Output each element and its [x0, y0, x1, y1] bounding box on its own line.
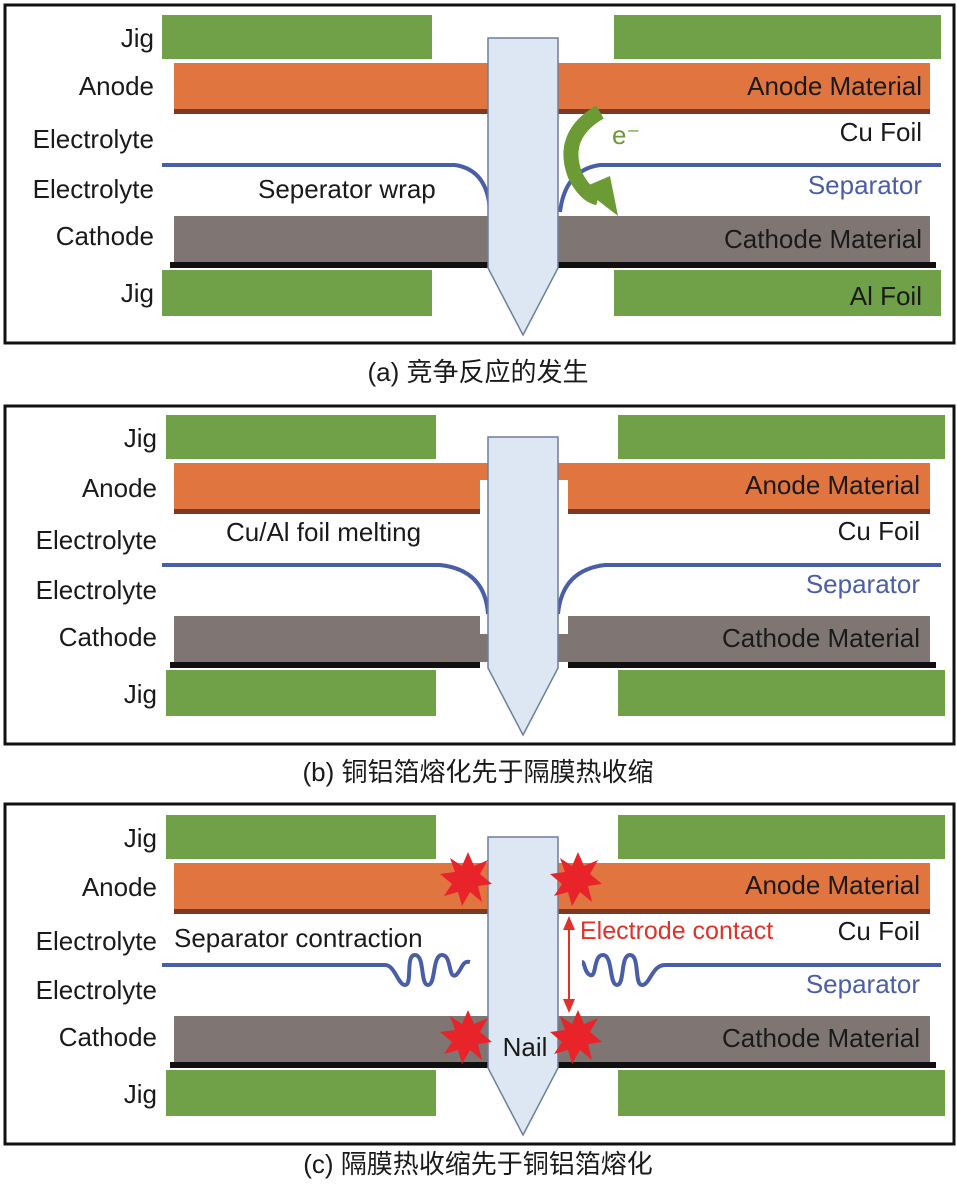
label-cathode-material: Cathode Material: [722, 1023, 920, 1053]
separator-right-contracted: [581, 952, 941, 988]
panel-a-frame: [3, 3, 956, 345]
label-cu-foil: Cu Foil: [838, 516, 920, 546]
label-electrolyte-2: Electrolyte: [36, 575, 157, 605]
jig-bottom-left: [162, 270, 432, 316]
label-anode-material: Anode Material: [745, 870, 920, 900]
label-cathode-material: Cathode Material: [722, 623, 920, 653]
label-anode: Anode: [82, 473, 157, 503]
jig-top-right: [618, 815, 945, 859]
label-electrolyte-2: Electrolyte: [33, 174, 154, 204]
separator-left-contracted: [162, 952, 471, 988]
al-foil-layer-left: [170, 662, 480, 668]
label-jig-bottom: Jig: [124, 679, 157, 709]
jig-top-right: [618, 415, 945, 459]
label-jig-bottom: Jig: [124, 1079, 157, 1109]
label-electrolyte-1: Electrolyte: [36, 525, 157, 555]
jig-bottom-right: [614, 270, 941, 316]
nail: [487, 836, 559, 1137]
label-jig-top: Jig: [124, 823, 157, 853]
panel-a: Jig Anode Electrolyte Electrolyte Cathod…: [3, 3, 956, 345]
label-separator: Separator: [806, 569, 921, 599]
label-separator: Separator: [808, 170, 923, 200]
spark-anode-left: [440, 852, 492, 906]
jig-top-left: [166, 415, 436, 459]
annotation-separator-wrap: Seperator wrap: [258, 174, 436, 204]
label-anode: Anode: [82, 872, 157, 902]
panel-b-frame: [3, 404, 956, 746]
contact-arrow-head-up: [563, 916, 575, 930]
label-anode: Anode: [79, 71, 154, 101]
label-cu-foil: Cu Foil: [838, 916, 920, 946]
al-foil-layer-right: [568, 662, 936, 668]
caption-c: (c) 隔膜热收缩先于铜铝箔熔化: [303, 1149, 653, 1179]
jig-top-left: [162, 15, 432, 59]
caption-a: (a) 竞争反应的发生: [367, 357, 588, 387]
label-jig-bottom: Jig: [121, 278, 154, 308]
label-electrolyte-1: Electrolyte: [36, 926, 157, 956]
label-cathode: Cathode: [56, 221, 154, 251]
electron-label: e⁻: [612, 120, 640, 150]
label-anode-material: Anode Material: [745, 470, 920, 500]
cu-foil-layer-right: [568, 509, 930, 514]
separator-left: [162, 563, 490, 615]
label-anode-material: Anode Material: [747, 71, 922, 101]
cu-foil-layer-left: [174, 509, 480, 514]
spark-anode-right: [550, 852, 602, 906]
electron-arrow-head: [582, 176, 618, 216]
spark-cathode-right: [550, 1010, 602, 1064]
label-cathode: Cathode: [59, 622, 157, 652]
spark-cathode-left: [440, 1010, 492, 1064]
nail: [487, 436, 559, 737]
contact-arrow-head-down: [563, 999, 575, 1013]
jig-bottom-left: [166, 1070, 436, 1116]
panel-c-frame: [3, 802, 956, 1146]
annotation-electrode-contact: Electrode contact: [580, 917, 773, 945]
annotation-foil-melting: Cu/Al foil melting: [226, 517, 421, 547]
nail-label: Nail: [503, 1032, 548, 1062]
label-cu-foil: Cu Foil: [840, 117, 922, 147]
panel-b: Jig Anode Electrolyte Electrolyte Cathod…: [3, 404, 956, 746]
nail: [487, 37, 559, 337]
jig-top-left: [166, 815, 436, 859]
label-cathode-material: Cathode Material: [724, 224, 922, 254]
label-electrolyte-1: Electrolyte: [33, 124, 154, 154]
annotation-separator-contraction: Separator contraction: [174, 923, 423, 953]
label-separator: Separator: [806, 969, 921, 999]
panel-c: Jig Anode Electrolyte Electrolyte Cathod…: [3, 802, 956, 1146]
jig-bottom-left: [166, 670, 436, 716]
label-jig-top: Jig: [121, 23, 154, 53]
anode-layer: [174, 463, 930, 509]
label-jig-top: Jig: [124, 423, 157, 453]
label-cathode: Cathode: [59, 1022, 157, 1052]
jig-top-right: [614, 15, 941, 59]
separator-right: [556, 563, 941, 615]
label-al-foil: Al Foil: [850, 281, 922, 311]
jig-bottom-right: [618, 1070, 945, 1116]
electron-arrow: [563, 105, 604, 206]
label-electrolyte-2: Electrolyte: [36, 975, 157, 1005]
jig-bottom-right: [618, 670, 945, 716]
caption-b: (b) 铜铝箔熔化先于隔膜热收缩: [302, 757, 653, 787]
